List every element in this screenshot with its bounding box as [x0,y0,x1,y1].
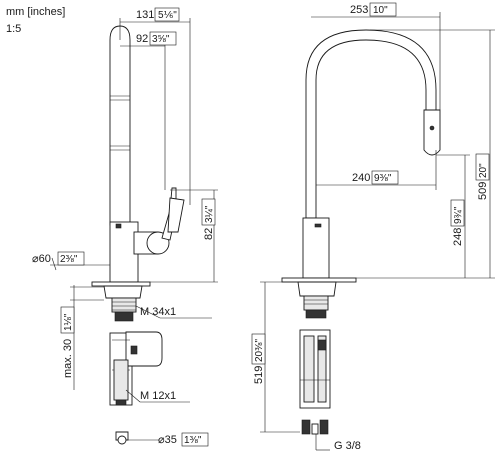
right-dimension-labels: 253 10" 240 9⅜" 248 9¾" 509 20" 519 20⅜"… [251,2,490,452]
dim-35-mm: ⌀35 [158,434,177,446]
dim-253-mm: 253 [350,4,368,16]
left-dimension-labels: 131 5⅙" 92 3⅝" 82 3¼" ⌀60 2⅜" M 34x1 max… [32,7,216,447]
dim-92-mm: 92 [136,33,148,45]
dim-240-in: 9⅜" [374,173,392,184]
dim-max30-in: 1⅛" [63,313,74,331]
dim-92-in: 3⅝" [152,34,170,45]
dim-131-in: 5⅙" [158,10,177,21]
faucet-front-view [281,29,441,435]
dim-253-in: 10" [373,5,388,16]
dim-509-in: 20" [478,163,489,178]
dim-248-mm: 248 [452,228,464,246]
dim-240-mm: 240 [352,172,370,184]
dim-82-mm: 82 [203,228,215,240]
thread-m34-label: M 34x1 [140,306,176,318]
dim-35-in: 1⅜" [184,435,202,446]
units-label: mm [inches] [6,6,65,18]
dim-82-in: 3¼" [203,205,215,223]
faucet-side-view [91,25,185,445]
thread-g38-label: G 3/8 [334,440,361,452]
scale-label: 1:5 [6,23,21,35]
dim-max30-mm: max. 30 [62,339,74,378]
dim-509-mm: 509 [477,182,489,200]
dim-519-mm: 519 [253,366,265,384]
dim-60-mm: ⌀60 [32,253,51,265]
dim-248-in: 9¾" [453,206,464,224]
dim-60-in: 2⅜" [60,254,78,265]
dim-131-mm: 131 [136,9,154,21]
thread-m12-label: M 12x1 [140,390,176,402]
dim-519-in: 20⅜" [254,339,265,362]
left-dimension-lines [50,18,218,441]
